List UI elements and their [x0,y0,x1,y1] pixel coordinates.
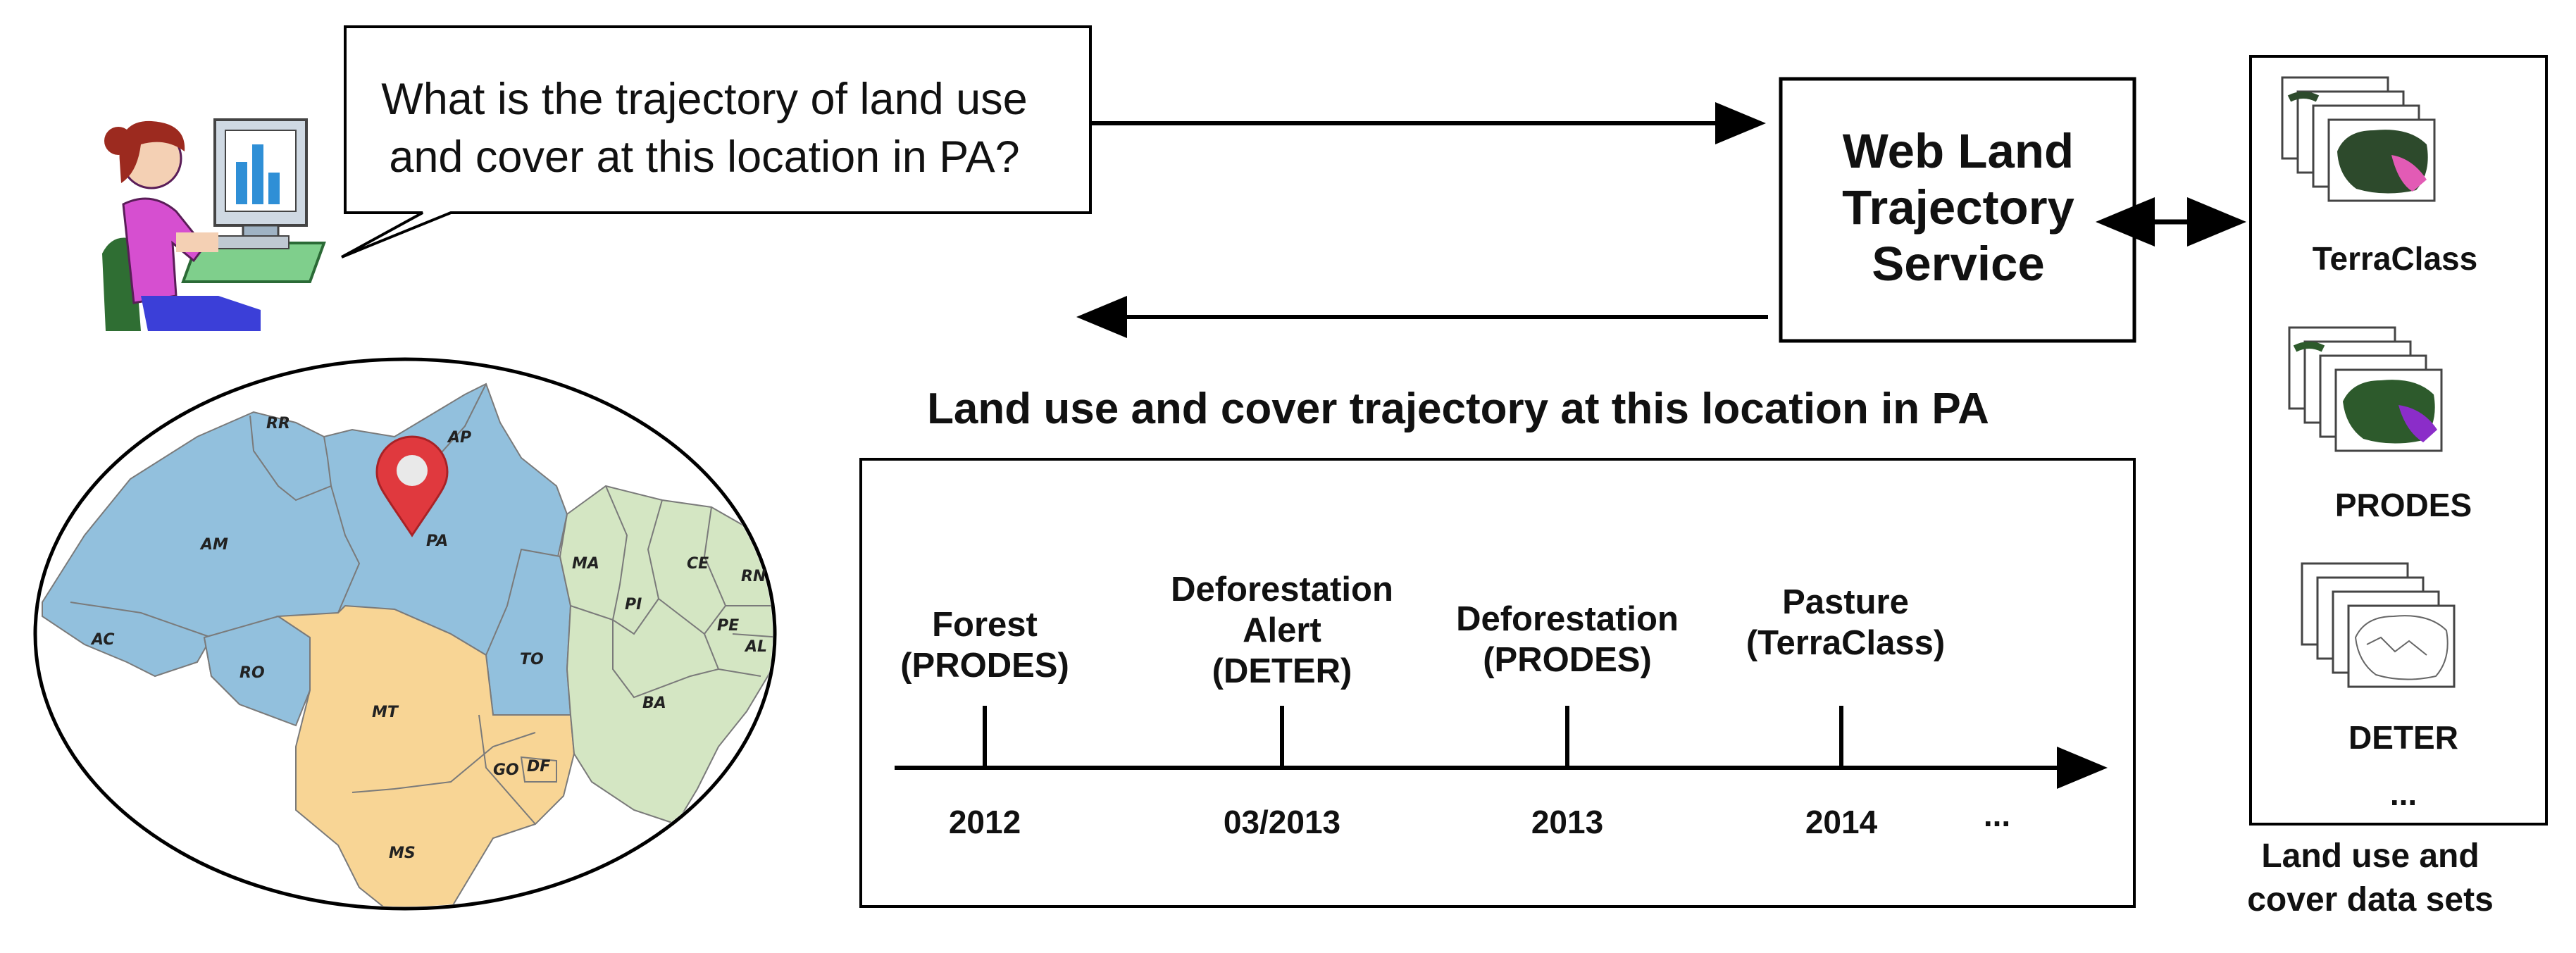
question-text: What is the trajectory of land use and c… [331,70,1078,186]
service-box [1779,77,2136,343]
dataset-ellipsis: ... [2389,776,2418,812]
event-label: Deforestation (PRODES) [1448,599,1687,680]
state-label-ma: MA [572,555,599,573]
event-line: Alert [1243,611,1321,649]
state-label-pa: PA [426,532,448,550]
state-label-ba: BA [642,694,666,712]
event-line: Deforestation [1171,571,1393,609]
state-label-ce: CE [687,555,709,573]
state-label-ms: MS [389,845,416,862]
state-label-al: AL [744,638,767,656]
question-line: and cover at this location in PA? [389,132,1020,182]
datasets-caption: Land use and cover data sets [2219,835,2522,922]
user-computer-icon [99,109,326,342]
event-label: Pasture (TerraClass) [1726,582,1965,664]
event-year: 2012 [948,804,1021,840]
event-line: (TerraClass) [1746,624,1946,662]
service-label: Web Land Trajectory Service [1782,123,2134,292]
state-label-to: TO [520,651,544,668]
state-label-mt: MT [372,704,399,721]
event-label: Forest (PRODES) [879,604,1090,686]
terraclass-thumbnails [2281,76,2436,202]
service-label-line: Trajectory [1842,180,2074,235]
state-label-rn: RN [741,568,766,585]
event-label: Deforestation Alert (DETER) [1155,569,1409,692]
state-label-df: DF [527,758,550,776]
dataset-label-terraclass: TerraClass [2312,240,2478,277]
location-pin-icon [375,435,449,537]
event-line: Pasture [1782,583,1909,621]
datasets-caption-line: Land use and [2261,837,2479,875]
event-line: (PRODES) [900,647,1069,685]
trajectory-box [859,458,2136,908]
dataset-label-deter: DETER [2348,719,2458,756]
deter-thumbnails [2301,562,2456,688]
state-label-ro: RO [239,664,265,682]
event-year: 2014 [1805,804,1878,840]
state-label-pi: PI [625,596,642,613]
trajectory-title: Land use and cover trajectory at this lo… [927,385,1989,433]
state-label-pe: PE [717,617,739,635]
brazil-map: RR AP AM PA MA CE RN PI PE AL AC RO TO B… [33,357,777,911]
state-label-go: GO [493,761,519,779]
state-label-am: AM [199,536,228,554]
event-line: Deforestation [1456,600,1679,638]
speech-bubble [341,25,1092,259]
service-label-line: Service [1872,237,2045,291]
datasets-caption-line: cover data sets [2247,881,2494,918]
event-line: (DETER) [1212,652,1352,690]
state-label-ac: AC [90,631,115,649]
prodes-thumbnails [2288,326,2443,452]
event-line: Forest [932,606,1038,644]
event-year: 2013 [1531,804,1604,840]
service-label-line: Web Land [1842,124,2074,178]
timeline-ellipsis: ... [1983,797,2011,833]
event-year: 03/2013 [1223,804,1341,840]
state-label-ap: AP [447,429,471,447]
event-line: (PRODES) [1483,641,1652,679]
state-label-rr: RR [266,415,290,432]
question-line: What is the trajectory of land use [381,75,1028,124]
dataset-label-prodes: PRODES [2334,487,2472,523]
